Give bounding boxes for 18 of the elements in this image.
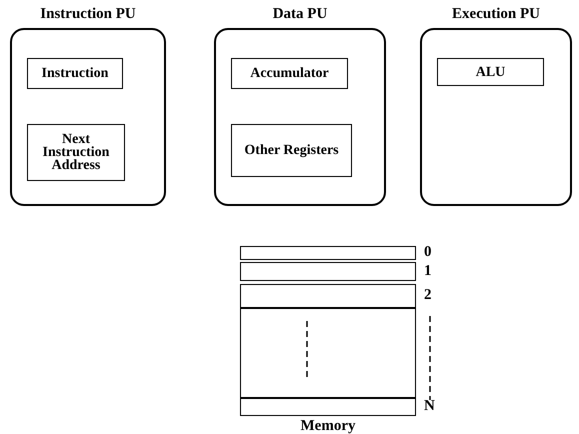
- address-label: 2: [424, 287, 432, 304]
- address-label: 0: [424, 244, 432, 261]
- memory-cell: [240, 308, 416, 398]
- register-box: Instruction: [27, 58, 123, 89]
- memory-cell: [240, 398, 416, 416]
- unit-title: Data PU: [272, 6, 328, 23]
- register-box: ALU: [437, 58, 544, 86]
- unit-title: Instruction PU: [39, 6, 137, 23]
- register-box: Next Instruction Address: [27, 124, 125, 181]
- register-box: Other Registers: [231, 124, 352, 177]
- unit-title: Execution PU: [451, 6, 541, 23]
- address-label: N: [424, 398, 435, 415]
- register-box: Accumulator: [231, 58, 348, 89]
- memory-caption: Memory: [300, 418, 356, 434]
- memory-cell: [240, 246, 416, 260]
- memory-cell: [240, 284, 416, 308]
- address-label: 1: [424, 262, 432, 280]
- memory-cell: [240, 262, 416, 281]
